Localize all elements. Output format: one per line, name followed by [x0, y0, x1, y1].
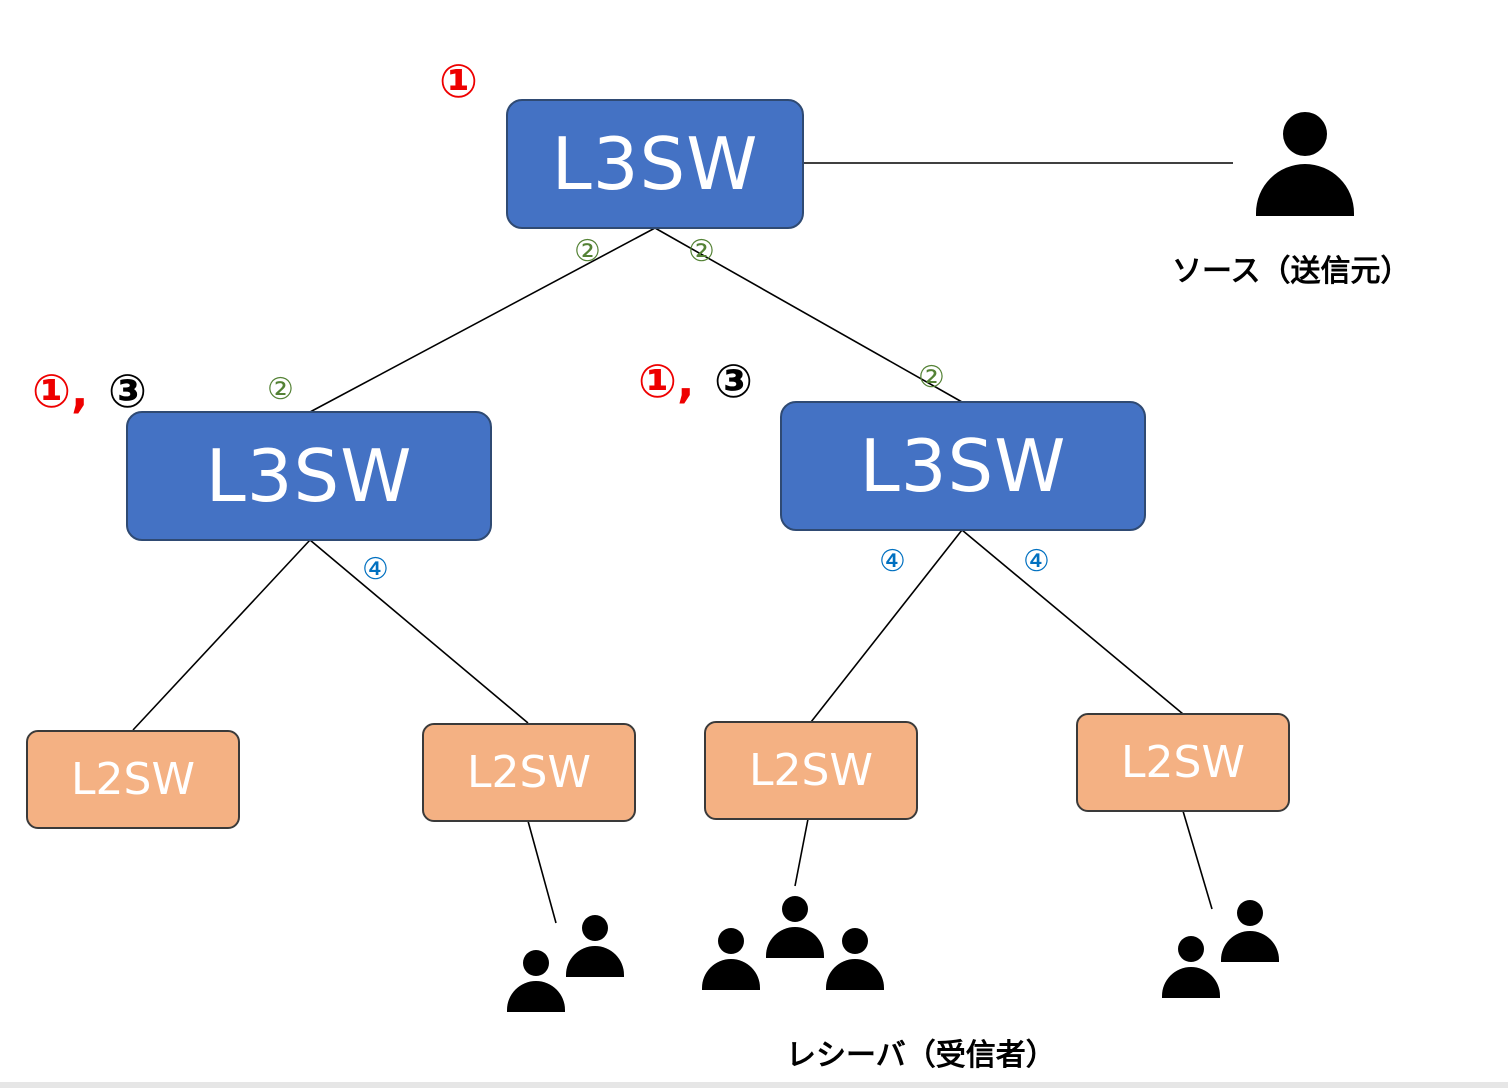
marker-green-top-right: ② [688, 234, 715, 269]
marker-green-top-left: ② [574, 234, 601, 269]
source-person-icon [1256, 112, 1354, 216]
receiver-person-icon [702, 928, 760, 990]
link-l2-4-receivers [1182, 810, 1213, 910]
marker-right-black: ③ [714, 354, 753, 408]
marker-left-black: ③ [108, 364, 147, 418]
marker-blue-right-1: ④ [879, 544, 906, 579]
l2-switch-4-label: L2SW [1121, 737, 1245, 788]
l2-switch-1-label: L2SW [71, 754, 195, 805]
marker-left-red: ①, [32, 364, 89, 418]
marker-top-red: ① [439, 54, 478, 108]
l3-switch-top[interactable]: L3SW [506, 99, 804, 229]
receiver-caption: レシーバ（受信者） [786, 1038, 1056, 1073]
link-right-l2-4 [961, 529, 1184, 715]
receiver-person-icon [1162, 936, 1220, 998]
l2-switch-2-label: L2SW [467, 747, 591, 798]
marker-blue-right-2: ④ [1023, 544, 1050, 579]
receiver-person-icon [826, 928, 884, 990]
receiver-person-icon [766, 896, 824, 958]
marker-blue-left: ④ [362, 552, 389, 587]
l2-switch-3-label: L2SW [749, 745, 873, 796]
footer-bar [0, 1082, 1508, 1088]
l2-switch-2[interactable]: L2SW [422, 723, 636, 822]
l2-switch-3[interactable]: L2SW [704, 721, 918, 820]
marker-green-right-l3: ② [918, 360, 945, 395]
link-top-left [309, 227, 656, 413]
receiver-person-icon [1221, 900, 1279, 962]
link-left-l2-2 [309, 539, 529, 724]
l3-switch-right-label: L3SW [859, 424, 1067, 508]
l3-switch-left[interactable]: L3SW [126, 411, 492, 541]
l2-switch-1[interactable]: L2SW [26, 730, 240, 829]
link-top-right [654, 227, 963, 403]
marker-right-red: ①, [638, 354, 695, 408]
link-right-l2-3 [810, 529, 963, 723]
l3-switch-right[interactable]: L3SW [780, 401, 1146, 531]
marker-green-left-l3: ② [267, 372, 294, 407]
l3-switch-left-label: L3SW [205, 434, 413, 518]
receiver-person-icon [507, 950, 565, 1012]
l2-switch-4[interactable]: L2SW [1076, 713, 1290, 812]
l3-switch-top-label: L3SW [551, 122, 759, 206]
link-left-l2-1 [132, 539, 311, 731]
link-l2-2-receivers [527, 820, 557, 924]
link-l2-3-receivers [794, 818, 809, 887]
receiver-person-icon [566, 915, 624, 977]
source-caption: ソース（送信元） [1172, 254, 1411, 289]
